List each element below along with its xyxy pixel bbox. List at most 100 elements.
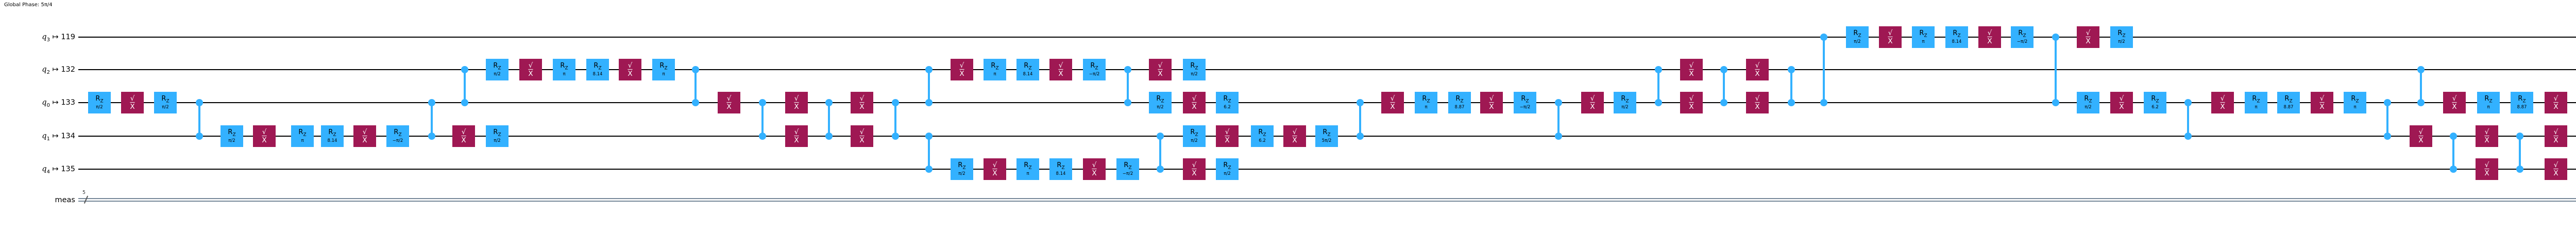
qubit-wire — [78, 37, 2576, 38]
cz-control-dot — [1720, 99, 1727, 106]
sqrt-x-gate: √X — [984, 158, 1006, 180]
cz-control-dot — [2384, 99, 2391, 106]
sqrt-x-gate: √X — [2077, 26, 2099, 48]
cz-control-dot — [1820, 34, 1827, 41]
cz-connector — [2519, 136, 2521, 169]
cz-connector — [928, 136, 930, 169]
cz-connector — [2055, 37, 2057, 103]
cz-control-dot — [1655, 66, 1662, 73]
cz-connector — [2386, 103, 2388, 136]
qubit-label: q0 ↦ 133 — [42, 99, 75, 108]
sqrt-x-gate: √X — [2545, 125, 2567, 147]
sqrt-x-gate: √X — [951, 59, 973, 80]
classical-wire — [78, 201, 2576, 202]
sqrt-x-gate: √X — [619, 59, 641, 80]
sqrt-x-gate: √X — [1480, 92, 1503, 113]
cz-connector — [1657, 70, 1659, 103]
classical-wire — [78, 198, 2576, 199]
cz-control-dot — [2516, 133, 2523, 140]
cz-control-dot — [759, 133, 766, 140]
cz-control-dot — [925, 166, 933, 173]
sqrt-x-gate: √X — [1381, 92, 1404, 113]
rz-gate: RZ−π/2 — [1116, 158, 1139, 180]
cz-control-dot — [759, 99, 766, 106]
sqrt-x-gate: √X — [2476, 125, 2498, 147]
cz-control-dot — [2052, 99, 2059, 106]
sqrt-x-gate: √X — [452, 125, 475, 147]
sqrt-x-gate: √X — [851, 92, 873, 113]
cz-connector — [2420, 70, 2422, 103]
sqrt-x-gate: √X — [1216, 125, 1239, 147]
cz-control-dot — [892, 133, 899, 140]
cz-control-dot — [1357, 133, 1364, 140]
sqrt-x-gate: √X — [2443, 92, 2466, 113]
cz-control-dot — [428, 133, 435, 140]
qubit-wire — [78, 102, 2576, 103]
sqrt-x-gate: √X — [2410, 125, 2432, 147]
sqrt-x-gate: √X — [2311, 92, 2333, 113]
cz-connector — [1127, 70, 1129, 103]
cz-control-dot — [1788, 99, 1795, 106]
cz-control-dot — [428, 99, 435, 106]
sqrt-x-gate: √X — [851, 125, 873, 147]
sqrt-x-gate: √X — [1746, 92, 1769, 113]
cz-control-dot — [1357, 99, 1364, 106]
classical-register-slash — [83, 195, 88, 204]
cz-control-dot — [2184, 133, 2192, 140]
cz-control-dot — [196, 99, 203, 106]
cz-connector — [1557, 103, 1560, 136]
cz-control-dot — [1157, 166, 1164, 173]
cz-connector — [198, 103, 200, 136]
global-phase-label: Global Phase: 5π/4 — [4, 2, 53, 8]
cz-control-dot — [1124, 66, 1131, 73]
cz-control-dot — [692, 66, 699, 73]
cz-control-dot — [1655, 99, 1662, 106]
cz-control-dot — [461, 99, 468, 106]
classical-register-size: 5 — [82, 190, 86, 195]
cz-connector — [464, 70, 466, 103]
cz-control-dot — [1720, 66, 1727, 73]
qubit-label: q1 ↦ 134 — [42, 132, 75, 142]
cz-control-dot — [2052, 34, 2059, 41]
sqrt-x-gate: √X — [1680, 59, 1703, 80]
rz-gate: RZ−π/2 — [1514, 92, 1536, 113]
sqrt-x-gate: √X — [2476, 158, 2498, 180]
qubit-wire — [78, 69, 2576, 70]
cz-connector — [1159, 136, 1161, 169]
sqrt-x-gate: √X — [2545, 158, 2567, 180]
cz-control-dot — [1788, 66, 1795, 73]
sqrt-x-gate: √X — [1149, 59, 1172, 80]
cz-control-dot — [1555, 99, 1562, 106]
sqrt-x-gate: √X — [1183, 92, 1206, 113]
cz-control-dot — [1820, 99, 1827, 106]
cz-control-dot — [925, 99, 933, 106]
cz-connector — [2187, 103, 2189, 136]
sqrt-x-gate: √X — [785, 125, 808, 147]
sqrt-x-gate: √X — [1049, 59, 1072, 80]
